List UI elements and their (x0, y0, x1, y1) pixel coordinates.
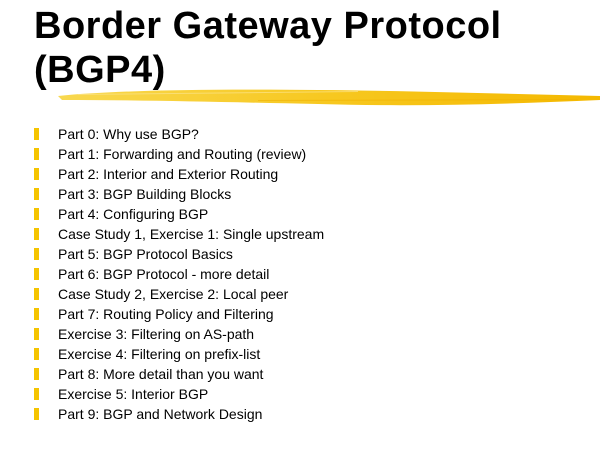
bullet-icon (34, 208, 39, 220)
list-item: Part 6: BGP Protocol - more detail (34, 264, 324, 284)
item-text: Part 7: Routing Policy and Filtering (58, 306, 274, 322)
item-text: Case Study 2, Exercise 2: Local peer (58, 286, 289, 302)
bullet-icon (34, 228, 39, 240)
list-item: Part 3: BGP Building Blocks (34, 184, 324, 204)
bullet-icon (34, 128, 39, 140)
slide-title: Border Gateway Protocol (BGP4) (34, 4, 502, 92)
list-item: Part 0: Why use BGP? (34, 124, 324, 144)
item-text: Case Study 1, Exercise 1: Single upstrea… (58, 226, 325, 242)
item-text: Part 4: Configuring BGP (58, 206, 209, 222)
list-item: Case Study 2, Exercise 2: Local peer (34, 284, 324, 304)
agenda-list: Part 0: Why use BGP? Part 1: Forwarding … (34, 124, 324, 424)
bullet-icon (34, 168, 39, 180)
item-text: Part 3: BGP Building Blocks (58, 186, 232, 202)
list-item: Exercise 4: Filtering on prefix-list (34, 344, 324, 364)
bullet-icon (34, 388, 39, 400)
item-text: Part 0: Why use BGP? (58, 126, 199, 142)
bullet-icon (34, 368, 39, 380)
bullet-icon (34, 408, 39, 420)
bullet-icon (34, 188, 39, 200)
item-text: Part 8: More detail than you want (58, 366, 264, 382)
item-text: Exercise 3: Filtering on AS-path (58, 326, 255, 342)
list-item: Case Study 1, Exercise 1: Single upstrea… (34, 224, 324, 244)
item-text: Part 1: Forwarding and Routing (review) (58, 146, 307, 162)
list-item: Part 2: Interior and Exterior Routing (34, 164, 324, 184)
bullet-icon (34, 268, 39, 280)
item-text: Part 9: BGP and Network Design (58, 406, 263, 422)
list-item: Part 4: Configuring BGP (34, 204, 324, 224)
item-text: Part 6: BGP Protocol - more detail (58, 266, 270, 282)
title-line-1: Border Gateway Protocol (34, 5, 502, 47)
title-line-2: (BGP4) (34, 49, 166, 91)
bullet-icon (34, 148, 39, 160)
list-item: Exercise 3: Filtering on AS-path (34, 324, 324, 344)
bullet-icon (34, 248, 39, 260)
bullet-icon (34, 288, 39, 300)
brush-stroke-underline (58, 89, 600, 106)
list-item: Part 1: Forwarding and Routing (review) (34, 144, 324, 164)
bullet-icon (34, 328, 39, 340)
list-item: Exercise 5: Interior BGP (34, 384, 324, 404)
bullet-icon (34, 348, 39, 360)
item-text: Exercise 5: Interior BGP (58, 386, 209, 402)
bullet-icon (34, 308, 39, 320)
item-text: Part 5: BGP Protocol Basics (58, 246, 233, 262)
item-text: Part 2: Interior and Exterior Routing (58, 166, 279, 182)
list-item: Part 9: BGP and Network Design (34, 404, 324, 424)
list-item: Part 8: More detail than you want (34, 364, 324, 384)
list-item: Part 7: Routing Policy and Filtering (34, 304, 324, 324)
item-text: Exercise 4: Filtering on prefix-list (58, 346, 261, 362)
list-item: Part 5: BGP Protocol Basics (34, 244, 324, 264)
